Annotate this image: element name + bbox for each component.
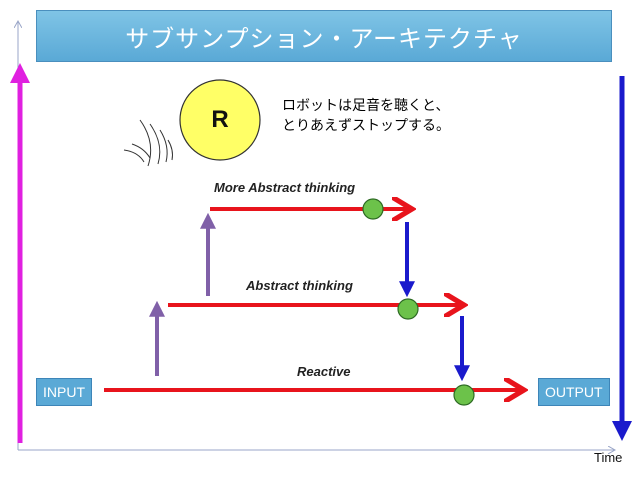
page-title: サブサンプション・アーキテクチャ (125, 24, 523, 53)
input-box: INPUT (36, 378, 92, 406)
robot-label: R (211, 106, 229, 133)
output-box: OUTPUT (538, 378, 610, 406)
layer-label-top: More Abstract thinking (214, 180, 356, 195)
robot-circle (179, 79, 261, 161)
suppress-node-middle (397, 298, 419, 320)
layer-label-middle: Abstract thinking (246, 278, 353, 293)
suppress-node-top (362, 198, 384, 220)
robot-note-line-1: ロボットは足音を聴くと、 (282, 98, 450, 114)
suppress-node-bottom (453, 384, 475, 406)
layer-label-bottom: Reactive (297, 364, 351, 379)
robot-note: ロボットは足音を聴くと、 とりあえずストップする。 (282, 96, 482, 136)
sound-waves-icon (123, 119, 173, 167)
robot-note-line-2: とりあえずストップする。 (282, 118, 450, 134)
time-axis-label: Time (594, 450, 623, 465)
title-banner: サブサンプション・アーキテクチャ (36, 10, 612, 62)
